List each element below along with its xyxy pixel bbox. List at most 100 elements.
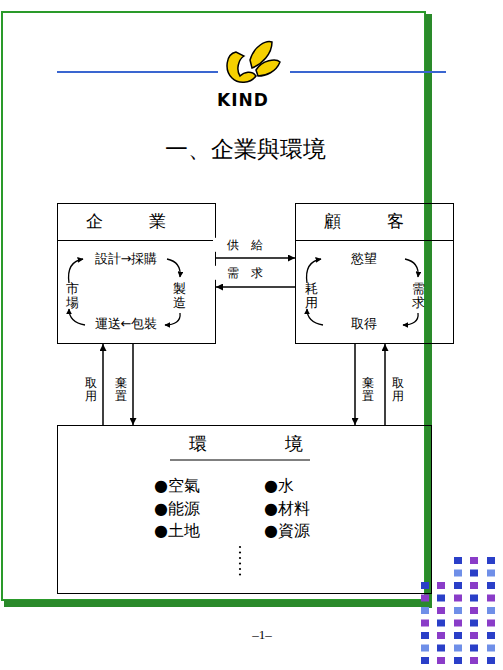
frame-shadow — [4, 600, 432, 607]
decor-square — [470, 595, 478, 602]
decor-square — [454, 570, 462, 577]
cycle-arrow — [69, 309, 85, 325]
decor-square — [421, 632, 429, 639]
decor-square — [470, 645, 478, 652]
decor-square — [470, 582, 478, 589]
frame-line — [2, 12, 425, 600]
decor-square — [454, 632, 462, 639]
decor-square — [421, 595, 429, 602]
box-heading: 顧客 — [278, 211, 450, 231]
decor-square — [437, 645, 445, 652]
header-divider — [296, 240, 453, 241]
cycle-step: 設計→採購 — [95, 251, 158, 267]
environment-box: 環境 ●空氣 ●能源 ●土地 ●水 ●材料 ●資源 — [57, 425, 432, 594]
dot — [239, 557, 241, 559]
decor-square — [454, 557, 462, 564]
flow-label: 取用 — [390, 377, 406, 403]
decor-square — [421, 645, 429, 652]
logo-text: KIND — [217, 90, 269, 110]
cycle-step: 需求 — [412, 282, 425, 311]
heading-underline — [170, 460, 310, 461]
decor-square — [487, 607, 495, 614]
box-heading: 企業 — [40, 211, 212, 231]
decor-square — [437, 632, 445, 639]
resource-item: ●水 — [264, 476, 294, 495]
flow-label: 取用 — [83, 377, 99, 403]
cycle-arrow — [167, 259, 180, 277]
flow-arrow — [102, 344, 104, 425]
decor-square — [454, 645, 462, 652]
decor-square — [470, 557, 478, 564]
decor-square — [437, 607, 445, 614]
dot — [239, 546, 241, 548]
decor-square — [421, 657, 429, 664]
logo-rule — [57, 71, 218, 73]
flow-arrow — [216, 257, 295, 259]
decor-square — [421, 607, 429, 614]
cycle-step: 市場 — [66, 282, 79, 311]
customer-box: 顧客慾望需求取得耗用 — [295, 203, 454, 344]
decor-square — [470, 632, 478, 639]
cycle-arrow — [307, 309, 323, 325]
decor-square — [454, 620, 462, 627]
decor-square — [470, 570, 478, 577]
flow-label: 需求 — [213, 266, 277, 280]
resource-item: ●土地 — [154, 521, 200, 540]
cycle-arrow — [306, 259, 320, 283]
resource-item: ●空氣 — [154, 476, 200, 495]
resource-item: ●資源 — [264, 521, 310, 540]
flow-arrow — [384, 344, 386, 425]
decor-square — [487, 620, 495, 627]
decor-square — [437, 595, 445, 602]
cycle-arrow — [165, 313, 180, 325]
cycle-step: 耗用 — [305, 282, 318, 311]
resource-item: ●材料 — [264, 499, 310, 518]
flow-arrow — [132, 344, 134, 425]
decor-square — [487, 595, 495, 602]
decor-square — [487, 557, 495, 564]
frame-shadow — [425, 14, 432, 608]
logo-mark — [227, 42, 280, 83]
flow-label: 供給 — [213, 238, 277, 252]
decor-square — [470, 657, 478, 664]
resource-item: ●能源 — [154, 499, 200, 518]
decor-square — [421, 582, 429, 589]
cycle-step: 運送←包裝 — [95, 316, 158, 332]
decor-square — [421, 620, 429, 627]
decor-square — [454, 595, 462, 602]
page-number: –1– — [252, 627, 272, 643]
decor-square — [454, 607, 462, 614]
decor-square — [454, 582, 462, 589]
cycle-arrow — [68, 259, 82, 283]
decor-square — [487, 632, 495, 639]
decor-square — [487, 657, 495, 664]
dot — [239, 573, 241, 575]
flow-arrow — [216, 286, 295, 288]
decor-square — [487, 582, 495, 589]
dot — [239, 551, 241, 553]
flow-arrow — [354, 344, 356, 425]
decor-square — [470, 620, 478, 627]
decor-square — [487, 645, 495, 652]
flow-label: 棄置 — [113, 377, 129, 403]
cycle-arrow — [405, 259, 418, 277]
decor-square — [487, 570, 495, 577]
cycle-step: 慾望 — [351, 251, 377, 267]
cycle-step: 取得 — [351, 316, 377, 332]
cycle-step: 製造 — [173, 282, 186, 311]
slide-title: 一、企業與環境 — [165, 136, 326, 164]
header-divider — [58, 240, 215, 241]
dot — [239, 562, 241, 564]
company-box: 企業設計→採購製造運送←包裝市場 — [57, 203, 216, 344]
flow-label: 棄置 — [360, 377, 376, 403]
box-heading: 環境 — [111, 433, 381, 455]
decor-squares — [421, 557, 495, 664]
decor-square — [470, 607, 478, 614]
cycle-arrow — [403, 313, 418, 325]
decor-square — [437, 657, 445, 664]
decor-square — [454, 657, 462, 664]
decor-square — [437, 582, 445, 589]
dot — [239, 568, 241, 570]
decor-square — [437, 620, 445, 627]
continuation-dots — [239, 546, 241, 576]
